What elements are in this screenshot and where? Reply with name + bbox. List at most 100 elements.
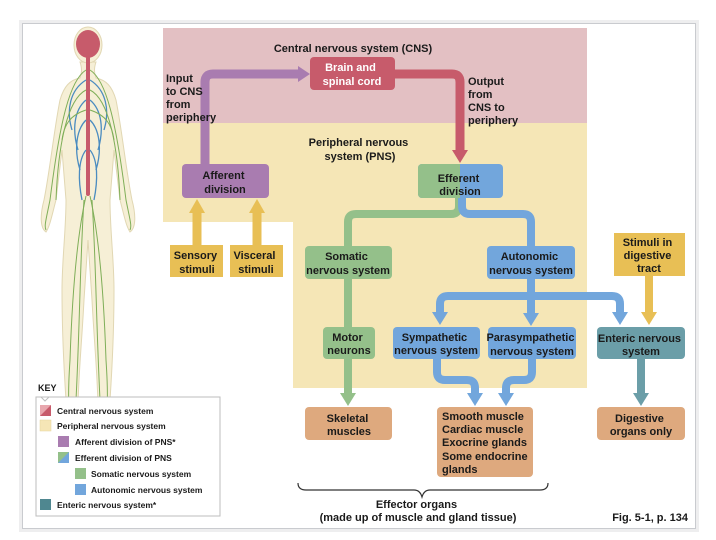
label-line: division (439, 186, 481, 198)
afferent-label: Afferent division (202, 170, 247, 196)
diagram-shape (75, 484, 86, 495)
key-legend: Central nervous system Peripheral nervou… (35, 396, 221, 517)
diagram-shape (44, 69, 87, 231)
diagram-shape (75, 199, 85, 401)
diagram-shape (40, 499, 51, 510)
diagram-shape (89, 149, 98, 201)
box-autonomic[interactable] (487, 246, 575, 279)
label-line: Cardiac muscle (442, 424, 523, 436)
label-line: from (166, 99, 191, 111)
box-digestive-organs[interactable] (597, 407, 685, 440)
diagram-shape (418, 164, 460, 198)
cns-to-efferent-arrow (395, 69, 465, 150)
label-line: Digestive (615, 413, 664, 425)
box-brain[interactable] (310, 57, 395, 90)
label-line: Parasympathetic (486, 332, 574, 344)
label-line: muscles (327, 426, 371, 438)
label-line: Smooth muscle (442, 411, 524, 423)
diagram-shape (89, 119, 101, 171)
label-line: nervous system (306, 265, 390, 277)
box-somatic[interactable] (305, 246, 392, 279)
diagram-shape (89, 109, 115, 141)
key-item-autonomic: Autonomic nervous system (75, 484, 203, 495)
diagram-shape (182, 164, 269, 198)
enteric-label: Enteric nervous system (598, 333, 684, 358)
label-line: nervous system (394, 345, 478, 357)
diagram-shape (91, 199, 101, 401)
figure-reference: Fig. 5-1, p. 134 (612, 512, 689, 524)
pns-title: Peripheral nervous system (PNS) (309, 137, 412, 163)
diagram-shape (612, 312, 628, 325)
label-line: Skeletal (327, 413, 369, 425)
diagram-shape (75, 468, 86, 479)
efferent-arrowhead (452, 150, 468, 163)
parasympathetic-label: Parasympathetic nervous system (486, 332, 577, 358)
diagram-shape (393, 327, 480, 359)
diagram-shape (641, 312, 657, 325)
diagram-shape (40, 405, 51, 416)
diagram-shape (633, 393, 649, 406)
key-item-afferent: Afferent division of PNS* (58, 436, 176, 447)
box-parasympathetic[interactable] (488, 327, 576, 359)
digestive-organs-label: Digestive organs only (610, 413, 673, 438)
diagram-shape (432, 312, 448, 325)
sympathetic-label: Sympathetic nervous system (394, 332, 478, 357)
label-line: neurons (327, 345, 370, 357)
diagram-shape (89, 79, 108, 131)
label-line: stimuli (238, 264, 273, 276)
spinal-cord-icon (86, 56, 90, 196)
box-sensory[interactable] (170, 245, 223, 277)
box-motor[interactable] (323, 327, 375, 359)
brain-icon (76, 30, 100, 58)
diagram-shape (614, 233, 685, 276)
svg-text:Enteric nervous system*: Enteric nervous system* (57, 500, 157, 510)
label-line: glands (442, 464, 477, 476)
key-item-efferent: Efferent division of PNS (58, 452, 172, 463)
diagram-shape (75, 119, 87, 171)
key-item-cns: Central nervous system (40, 405, 154, 416)
label-line: from (468, 89, 493, 101)
label-line: nervous system (490, 346, 574, 358)
box-visceral[interactable] (230, 245, 283, 277)
diagram-shape (305, 407, 392, 440)
label-line: Exocrine glands (442, 437, 527, 449)
label-line: Enteric nervous (598, 333, 681, 345)
diagram-shape (89, 69, 132, 231)
diagram-shape (310, 57, 395, 90)
afferent-arrowhead (298, 66, 310, 82)
label-line: spinal cord (323, 76, 382, 88)
diagram-shape (58, 452, 69, 463)
box-enteric[interactable] (597, 327, 685, 359)
svg-text:Peripheral nervous system: Peripheral nervous system (57, 421, 166, 431)
box-smooth-muscle[interactable] (437, 407, 533, 477)
diagram-shape (40, 61, 136, 420)
label-line: organs only (610, 426, 673, 438)
box-efferent[interactable] (418, 164, 503, 198)
box-skeletal[interactable] (305, 407, 392, 440)
svg-text:Central nervous system: Central nervous system (57, 406, 154, 416)
diagram-shape (230, 245, 283, 277)
label-line: system (PNS) (325, 151, 396, 163)
label-line: Visceral (233, 250, 275, 262)
diagram-shape (487, 246, 575, 279)
label-line: (made up of muscle and gland tissue) (320, 512, 517, 524)
smooth-muscle-label: Smooth muscle Cardiac muscle Exocrine gl… (442, 411, 531, 476)
label-line: Peripheral nervous (309, 137, 409, 149)
label-line: stimuli (179, 264, 214, 276)
diagram-shape (523, 313, 539, 326)
sympathetic-to-effector-line (433, 359, 479, 394)
skeletal-label: Skeletal muscles (327, 413, 372, 438)
diagram-shape (498, 393, 514, 406)
label-line: Afferent (202, 170, 245, 182)
sensory-label: Sensory stimuli (174, 250, 220, 276)
visceral-label: Visceral stimuli (233, 250, 278, 276)
label-line: Sensory (174, 250, 218, 262)
svg-text:Autonomic nervous system: Autonomic nervous system (91, 485, 203, 495)
diagram-shape (437, 407, 533, 477)
label-line: Motor (332, 332, 363, 344)
diagram-shape (305, 246, 392, 279)
box-afferent[interactable] (182, 164, 269, 198)
box-digestive-stimuli[interactable] (614, 233, 685, 276)
box-sympathetic[interactable] (393, 327, 480, 359)
label-line: CNS to (468, 102, 505, 114)
